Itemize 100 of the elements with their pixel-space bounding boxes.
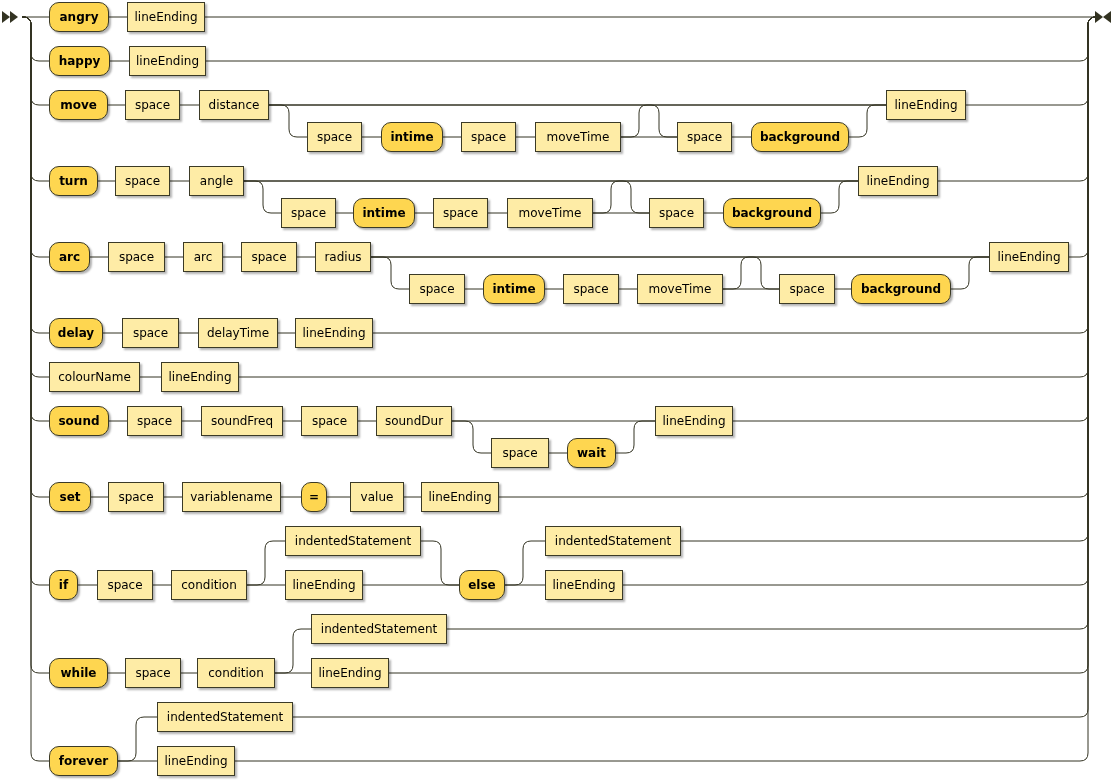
- nonterminal-box: space: [125, 658, 181, 688]
- connector-line: [117, 760, 158, 762]
- connector-line: [820, 180, 859, 214]
- nonterminal-box: angle: [189, 166, 244, 196]
- nonterminal-box: lineEnding: [858, 166, 938, 196]
- nonterminal-box: lineEnding: [655, 406, 733, 436]
- connector-line: [180, 672, 198, 674]
- nonterminal-box: soundFreq: [201, 406, 283, 436]
- terminal-box: if: [49, 570, 78, 600]
- connector-line: [179, 104, 200, 106]
- connector-line: [222, 256, 242, 258]
- nonterminal-box: soundDur: [376, 406, 452, 436]
- nonterminal-box: delayTime: [198, 318, 278, 348]
- nonterminal-box: space: [301, 406, 358, 436]
- nonterminal-box: space: [115, 166, 170, 196]
- nonterminal-box: condition: [197, 658, 275, 688]
- connector-line: [296, 256, 316, 258]
- nonterminal-box: space: [97, 570, 153, 600]
- connector-line: [615, 420, 656, 454]
- nonterminal-box: moveTime: [637, 274, 723, 304]
- nonterminal-box: space: [433, 198, 488, 228]
- terminal-box: happy: [49, 46, 110, 76]
- nonterminal-box: condition: [171, 570, 247, 600]
- connector-line: [487, 212, 508, 214]
- connector-line: [403, 496, 422, 498]
- connector-line: [848, 104, 887, 138]
- nonterminal-box: space: [108, 482, 164, 512]
- nonterminal-box: space: [649, 198, 704, 228]
- connector-line: [950, 256, 990, 290]
- terminal-box: forever: [49, 746, 118, 776]
- nonterminal-box: lineEnding: [989, 242, 1069, 272]
- connector-line: [107, 104, 126, 106]
- connector-line: [414, 212, 434, 214]
- terminal-box: turn: [49, 166, 98, 196]
- terminal-box: else: [459, 570, 505, 600]
- connector-line: [504, 584, 546, 586]
- nonterminal-box: lineEnding: [285, 570, 363, 600]
- nonterminal-box: space: [122, 318, 179, 348]
- connector-line: [544, 288, 564, 290]
- connector-line: [515, 136, 536, 138]
- nonterminal-box: space: [677, 122, 732, 152]
- terminal-box: =: [301, 482, 327, 512]
- connector-line: [109, 60, 130, 62]
- terminal-box: intime: [353, 198, 415, 228]
- nonterminal-box: space: [461, 122, 516, 152]
- nonterminal-box: colourName: [49, 362, 140, 392]
- connector-line: [618, 288, 638, 290]
- nonterminal-box: lineEnding: [127, 2, 205, 32]
- nonterminal-box: lineEnding: [421, 482, 499, 512]
- connector-line: [90, 496, 109, 498]
- start-marker: [2, 11, 18, 23]
- nonterminal-box: moveTime: [507, 198, 593, 228]
- connector-line: [282, 420, 302, 422]
- nonterminal-box: lineEnding: [295, 318, 373, 348]
- connector-line: [178, 332, 199, 334]
- nonterminal-box: lineEnding: [311, 658, 389, 688]
- connector-line: [152, 584, 172, 586]
- nonterminal-box: lineEnding: [129, 46, 206, 76]
- connector-line: [834, 288, 852, 290]
- nonterminal-box: space: [127, 406, 182, 436]
- nonterminal-box: moveTime: [535, 122, 621, 152]
- terminal-box: while: [49, 658, 108, 688]
- connector-line: [108, 16, 128, 18]
- connector-line: [89, 256, 109, 258]
- connector-line: [277, 332, 296, 334]
- connector-line: [464, 288, 484, 290]
- connector-line: [77, 584, 98, 586]
- terminal-box: set: [49, 482, 91, 512]
- connector-line: [139, 376, 162, 378]
- nonterminal-box: space: [409, 274, 465, 304]
- connector-line: [274, 672, 312, 674]
- nonterminal-box: indentedStatement: [545, 526, 681, 556]
- connector-line: [361, 136, 382, 138]
- terminal-box: background: [751, 122, 849, 152]
- terminal-box: arc: [49, 242, 90, 272]
- nonterminal-box: space: [108, 242, 165, 272]
- connector-line: [108, 420, 128, 422]
- nonterminal-box: space: [241, 242, 297, 272]
- connector-line: [731, 136, 752, 138]
- terminal-box: intime: [381, 122, 443, 152]
- terminal-box: wait: [567, 438, 616, 468]
- connector-line: [548, 452, 568, 454]
- nonterminal-box: indentedStatement: [311, 614, 447, 644]
- end-marker: [1095, 11, 1111, 23]
- terminal-box: background: [851, 274, 951, 304]
- connector-line: [280, 496, 302, 498]
- connector-line: [246, 584, 286, 586]
- connector-line: [181, 420, 202, 422]
- connector-line: [107, 672, 126, 674]
- connector-line: [102, 332, 123, 334]
- connector-line: [335, 212, 354, 214]
- nonterminal-box: lineEnding: [886, 90, 966, 120]
- nonterminal-box: indentedStatement: [157, 702, 293, 732]
- connector-line: [357, 420, 377, 422]
- connector-line: [164, 256, 184, 258]
- connector-line: [326, 496, 351, 498]
- terminal-box: move: [49, 90, 108, 120]
- connector-line: [97, 180, 116, 182]
- nonterminal-box: indentedStatement: [285, 526, 421, 556]
- terminal-box: intime: [483, 274, 545, 304]
